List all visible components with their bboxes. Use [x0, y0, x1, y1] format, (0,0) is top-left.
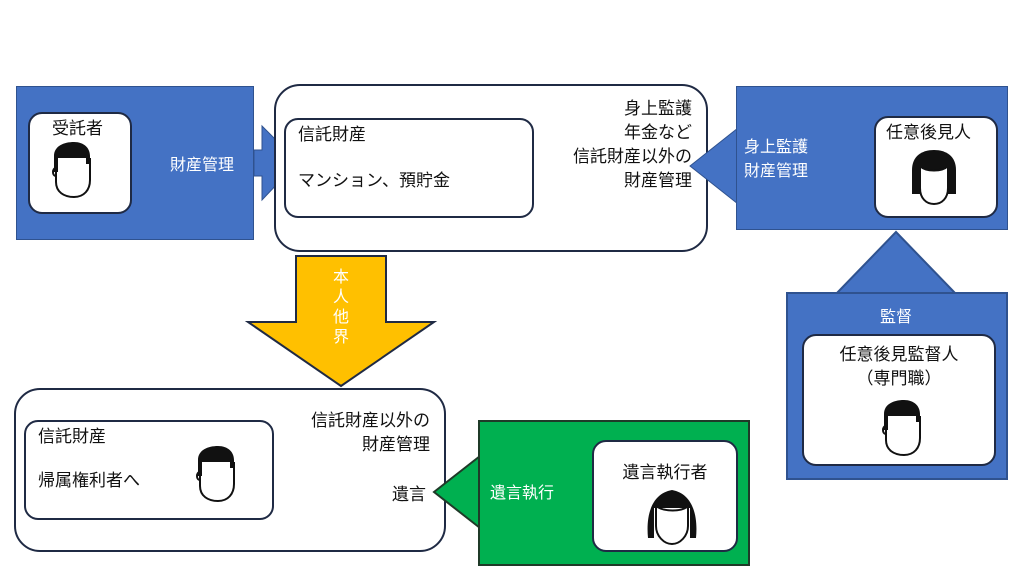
after-property-item: 帰属権利者へ [38, 471, 140, 491]
trust-side-line-4: 財産管理 [624, 171, 692, 191]
man-face-icon [52, 142, 91, 199]
trust-side-line-3: 信託財産以外の [573, 147, 692, 167]
executor-arrow-label: 遺言執行 [490, 483, 555, 502]
guardian-arrow-line-2: 財産管理 [744, 161, 809, 180]
trust-property-item: マンション、預貯金 [298, 171, 450, 191]
supervisor-arrow-label: 監督 [880, 307, 913, 326]
supervisor-title-2: （専門職） [856, 369, 942, 389]
woman-face-icon [912, 150, 956, 206]
trust-side-line-1: 身上監護 [624, 99, 692, 119]
will-label: 遺言 [392, 485, 426, 505]
trust-side-line-2: 年金など [624, 123, 692, 143]
death-char-2: 人 [332, 287, 349, 306]
trustee-title: 受託者 [52, 119, 103, 139]
after-property-card [24, 420, 274, 520]
after-side-line-1: 信託財産以外の [311, 411, 430, 431]
guardian-arrow-line-1: 身上監護 [744, 137, 809, 156]
after-side-line-2: 財産管理 [362, 435, 430, 455]
woman-face-icon [647, 490, 697, 546]
trust-property-card [284, 118, 534, 218]
trust-property-title: 信託財産 [298, 125, 366, 145]
death-char-1: 本 [332, 267, 349, 286]
man-face-icon [882, 400, 921, 457]
after-property-title: 信託財産 [38, 427, 106, 447]
guardian-title: 任意後見人 [886, 123, 971, 143]
death-char-3: 他 [332, 307, 349, 326]
trustee-arrow-label: 財産管理 [170, 155, 235, 174]
man-face-icon [196, 446, 235, 503]
death-char-4: 界 [332, 327, 349, 346]
supervisor-title-1: 任意後見監督人 [839, 345, 959, 365]
executor-title: 遺言執行者 [622, 463, 708, 483]
supervisor-card [802, 334, 996, 466]
